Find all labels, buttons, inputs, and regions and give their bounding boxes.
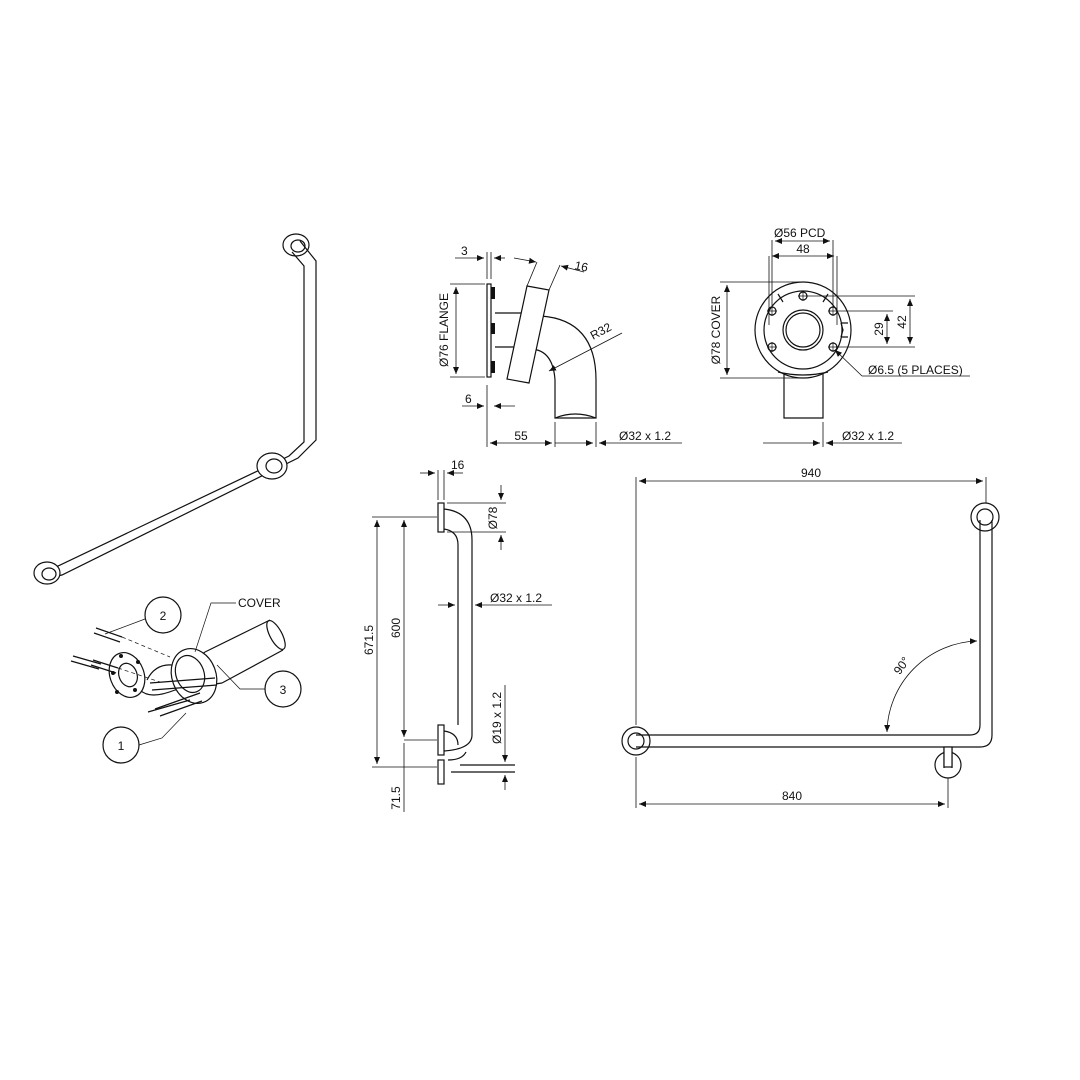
exploded-cover: [170, 648, 218, 704]
isometric-view: [33, 233, 317, 585]
front-dim-tube: Ø32 x 1.2: [490, 591, 542, 605]
side-dim-tube: Ø32 x 1.2: [619, 429, 671, 443]
cover-label: COVER: [238, 596, 281, 610]
end-dim-29: 29: [872, 322, 886, 336]
plan-view: 940 90° 840: [621, 466, 1000, 808]
plan-grab-bar: [636, 520, 993, 748]
front-dim-78: Ø78: [486, 506, 500, 529]
plan-dim-840: 840: [782, 789, 802, 803]
exploded-wall-plugs: [70, 627, 123, 674]
end-dim-42: 42: [895, 315, 909, 329]
end-dim-tube: Ø32 x 1.2: [842, 429, 894, 443]
front-support-leg: [437, 751, 515, 785]
side-dim-6: 6: [465, 392, 472, 406]
exploded-screws: [147, 677, 218, 717]
iso-top-flange: [282, 233, 310, 257]
side-dim-flange-dia: Ø76 FLANGE: [437, 293, 451, 367]
end-dim-holes: Ø6.5 (5 PLACES): [868, 363, 963, 377]
iso-grab-bar-tube: [47, 240, 317, 578]
svg-text:2: 2: [160, 609, 167, 623]
end-mounting-holes: [767, 291, 848, 352]
side-cover: [506, 285, 550, 384]
side-dim-3: 3: [461, 244, 468, 258]
svg-text:3: 3: [280, 683, 287, 697]
end-dim-48: 48: [796, 242, 810, 256]
iso-middle-flange: [256, 452, 288, 480]
front-tube: [457, 540, 473, 735]
plan-dim-940: 940: [801, 466, 821, 480]
side-bent-tube: [495, 312, 597, 419]
exploded-flange: [108, 652, 146, 698]
front-bottom-cover: [437, 724, 473, 756]
iso-end-flange: [33, 561, 61, 585]
side-dim-55: 55: [514, 429, 528, 443]
front-dim-600: 600: [389, 618, 403, 638]
exploded-dash-lines: [117, 636, 171, 683]
front-top-cover: [437, 502, 473, 546]
front-dim-71: 71.5: [389, 786, 403, 810]
svg-text:1: 1: [118, 739, 125, 753]
balloon-3: 3: [216, 664, 302, 708]
front-view: 16 Ø78 Ø32 x 1.2 671.5 600 71.5 Ø19 x 1.…: [362, 458, 552, 812]
end-tube: [783, 372, 824, 419]
plan-support-foot: [934, 746, 962, 779]
end-cover: [754, 281, 852, 379]
front-dim-16: 16: [451, 458, 465, 472]
end-dim-cover-dia: Ø78 COVER: [709, 295, 723, 364]
balloon-1: 1: [102, 712, 187, 764]
end-dim-pcd: Ø56 PCD: [774, 226, 826, 240]
exploded-view: COVER 2 3 1: [70, 596, 302, 764]
plan-left-flange: [621, 726, 651, 756]
front-dim-671: 671.5: [362, 625, 376, 655]
side-flange: [486, 283, 495, 378]
exploded-tube: [139, 619, 286, 696]
front-dim-19: Ø19 x 1.2: [490, 692, 504, 744]
balloon-2: 2: [104, 596, 182, 635]
side-view: 3 16 R32 Ø76 FLANGE 6 55 Ø32 x 1.2: [437, 244, 682, 447]
plan-top-flange: [970, 502, 1000, 532]
side-dim-16: 16: [573, 258, 589, 275]
end-view: Ø56 PCD 48 Ø78 COVER 42 29 Ø6.5 (5 PLACE…: [709, 226, 970, 447]
